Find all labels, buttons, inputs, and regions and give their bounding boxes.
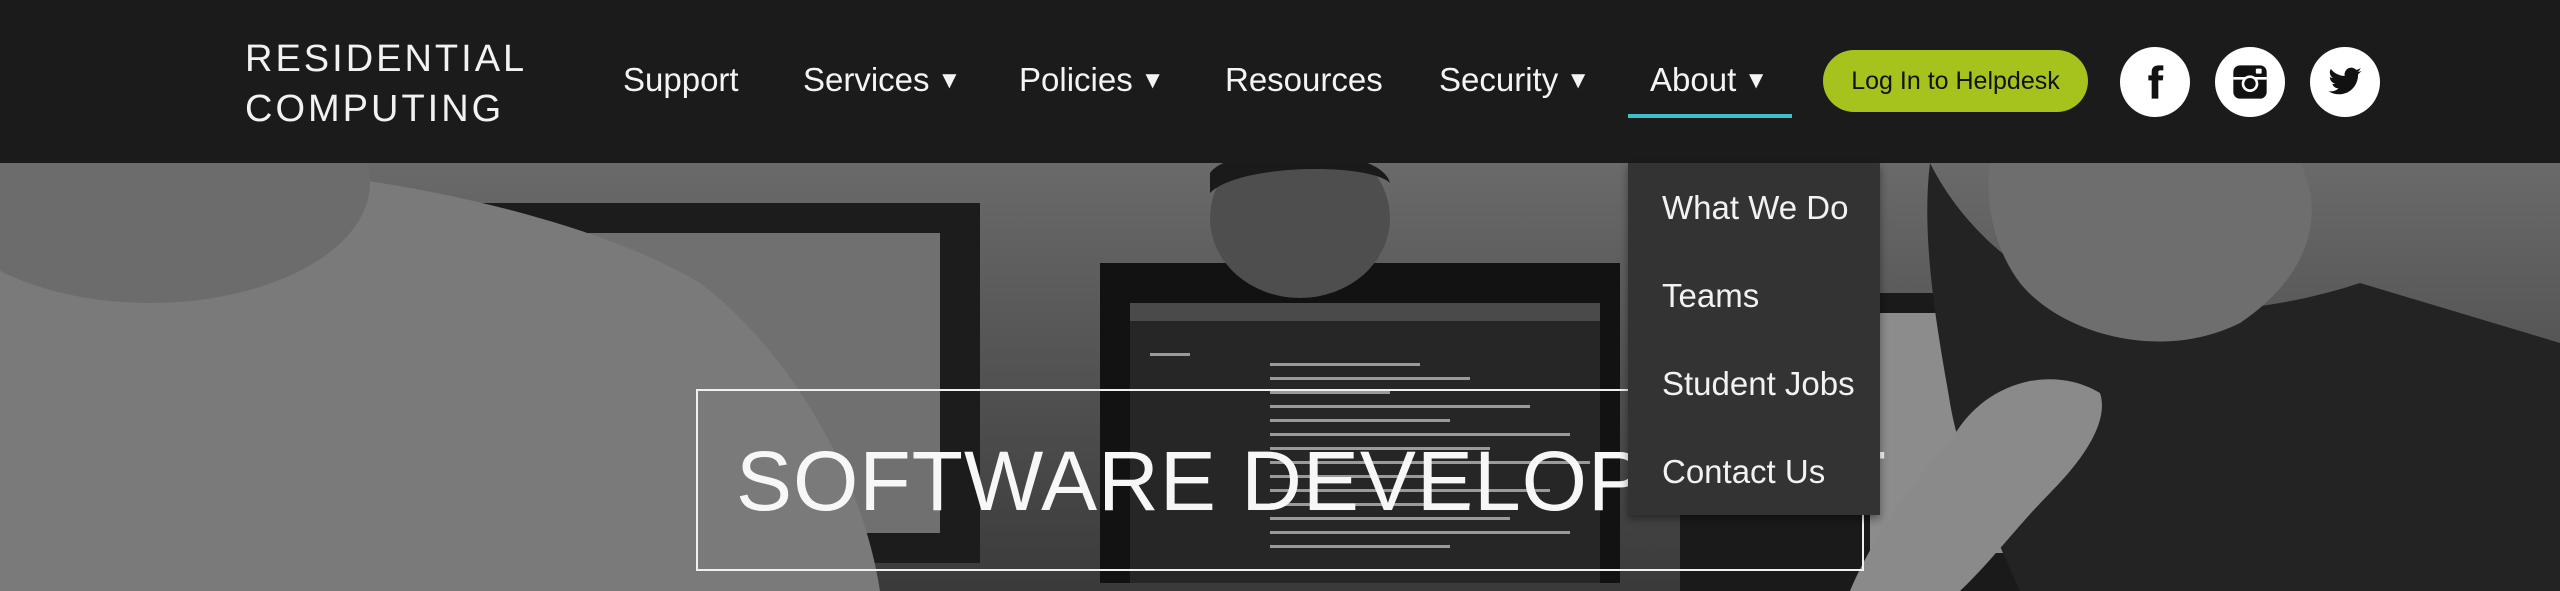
hero-banner: SOFTWARE DEVELOPMENT <box>0 163 2560 591</box>
dropdown-item-contact-us[interactable]: Contact Us <box>1662 453 1826 490</box>
twitter-icon <box>2328 67 2362 95</box>
nav-item-about[interactable]: About ▼ <box>1628 52 1792 118</box>
instagram-icon <box>2233 65 2267 99</box>
about-dropdown-menu: What We Do Teams Student Jobs Contact Us <box>1628 163 1880 515</box>
caret-down-icon: ▼ <box>1566 67 1590 94</box>
instagram-link[interactable] <box>2215 47 2285 117</box>
logo-line-2: COMPUTING <box>245 88 505 130</box>
caret-down-icon: ▼ <box>1140 67 1165 94</box>
site-header: RESIDENTIAL COMPUTING Support Services▼ … <box>0 0 2560 163</box>
dropdown-item-student-jobs[interactable]: Student Jobs <box>1662 365 1855 402</box>
dropdown-item-what-we-do[interactable]: What We Do <box>1662 189 1849 226</box>
residential-computing-logo[interactable]: RESIDENTIAL COMPUTING <box>245 30 545 130</box>
helpdesk-login-button[interactable]: Log In to Helpdesk <box>1823 50 2088 112</box>
nav-label: Security <box>1439 61 1559 98</box>
nav-label: Resources <box>1225 61 1383 98</box>
nav-label: Services <box>803 61 930 98</box>
nav-label: Policies <box>1019 61 1133 98</box>
nav-label: About <box>1650 61 1737 98</box>
facebook-link[interactable] <box>2120 47 2190 117</box>
nav-item-services[interactable]: Services ▼ <box>803 52 961 112</box>
nav-label: Support <box>623 61 739 98</box>
nav-item-security[interactable]: Security ▼ <box>1439 52 1590 112</box>
twitter-link[interactable] <box>2310 47 2380 117</box>
logo-line-1: RESIDENTIAL <box>245 38 528 80</box>
dropdown-item-teams[interactable]: Teams <box>1662 277 1760 314</box>
caret-down-icon: ▼ <box>1744 67 1769 94</box>
nav-item-support[interactable]: Support <box>623 52 739 112</box>
hero-background-photo <box>0 163 2560 591</box>
nav-item-policies[interactable]: Policies ▼ <box>1019 52 1164 112</box>
caret-down-icon: ▼ <box>937 67 962 94</box>
nav-item-resources[interactable]: Resources <box>1225 52 1383 112</box>
facebook-icon <box>2148 65 2164 99</box>
